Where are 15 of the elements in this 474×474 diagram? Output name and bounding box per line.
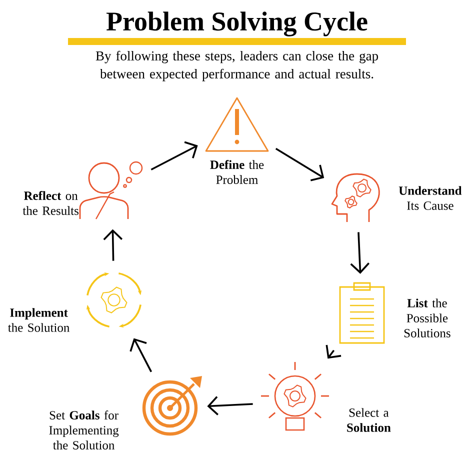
step-label: Define the Problem: [210, 160, 264, 184]
subtitle: By following these steps, leaders can close the gap between expected performance and actual results.: [96, 50, 378, 82]
arrow: [150, 141, 198, 170]
step-label: Reflect on the Results: [22, 191, 78, 215]
step-label: List the Possible Solutions: [404, 298, 450, 338]
step-label: Implement the Solution: [8, 308, 70, 332]
arrow: [130, 338, 152, 372]
title: Problem Solving Cycle: [106, 12, 368, 36]
arrow: [275, 148, 324, 182]
step-label: Understand Its Cause: [398, 186, 462, 210]
step-label: Select a Solution: [347, 408, 391, 432]
arrow: [207, 396, 253, 416]
arrow: [350, 232, 370, 274]
arrow: [103, 229, 123, 261]
step-label: Set Goals for Implementing the Solution: [49, 410, 119, 450]
